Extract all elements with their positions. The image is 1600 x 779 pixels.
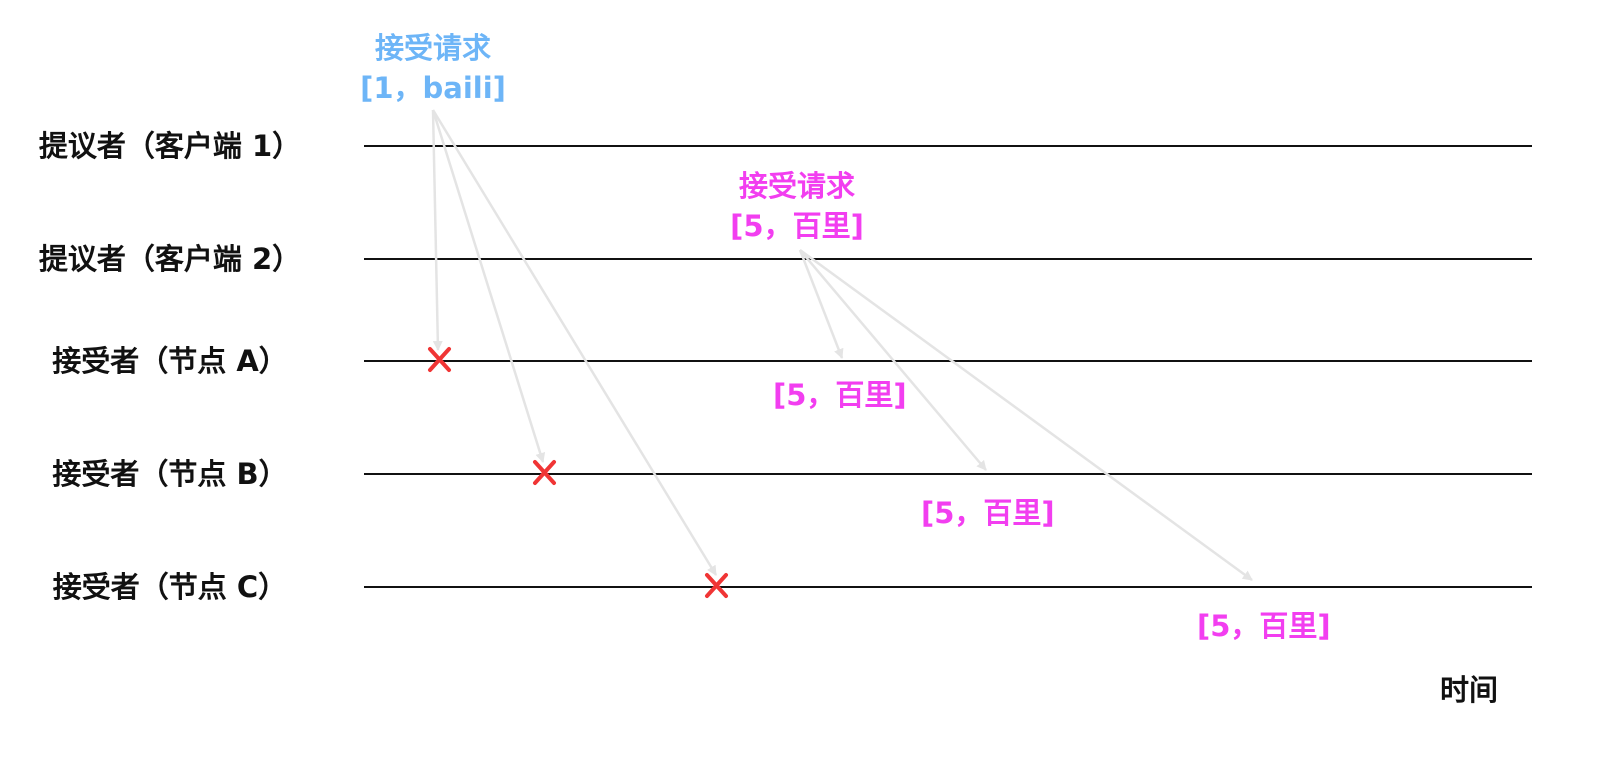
- request-client-1: 接受请求 [1，baili]: [350, 28, 516, 108]
- time-axis-label: 时间: [1440, 673, 1499, 707]
- accepted-value-node-a: [5，百里]: [773, 378, 907, 412]
- arrow-c2-to-b: [799, 249, 987, 471]
- request-client-2: 接受请求 [5，百里]: [712, 166, 882, 246]
- arrow-c1-to-b: [431, 109, 546, 463]
- arrow-c2-to-c: [799, 248, 1253, 582]
- arrow-c1-to-c: [431, 109, 718, 576]
- lane-label-client-1: 提议者（客户端 1）: [38, 129, 302, 163]
- arrow-c1-to-a: [431, 109, 443, 351]
- lane-label-client-2: 提议者（客户端 2）: [38, 242, 302, 276]
- arrow-c2-to-a: [798, 249, 844, 359]
- cross-icon: [705, 573, 728, 598]
- request-title: 接受请求: [374, 31, 491, 65]
- request-payload: [1，baili]: [360, 71, 506, 105]
- accepted-value-node-c: [5，百里]: [1197, 609, 1331, 643]
- lane-label-node-c: 接受者（节点 C）: [52, 570, 288, 604]
- lane-label-node-b: 接受者（节点 B）: [52, 457, 288, 491]
- accepted-value-node-b: [5，百里]: [921, 496, 1055, 530]
- request-payload: [5，百里]: [730, 209, 864, 243]
- lane-label-node-a: 接受者（节点 A）: [52, 344, 288, 378]
- request-title: 接受请求: [738, 169, 855, 203]
- cross-icon: [533, 460, 556, 485]
- cross-icon: [428, 347, 451, 372]
